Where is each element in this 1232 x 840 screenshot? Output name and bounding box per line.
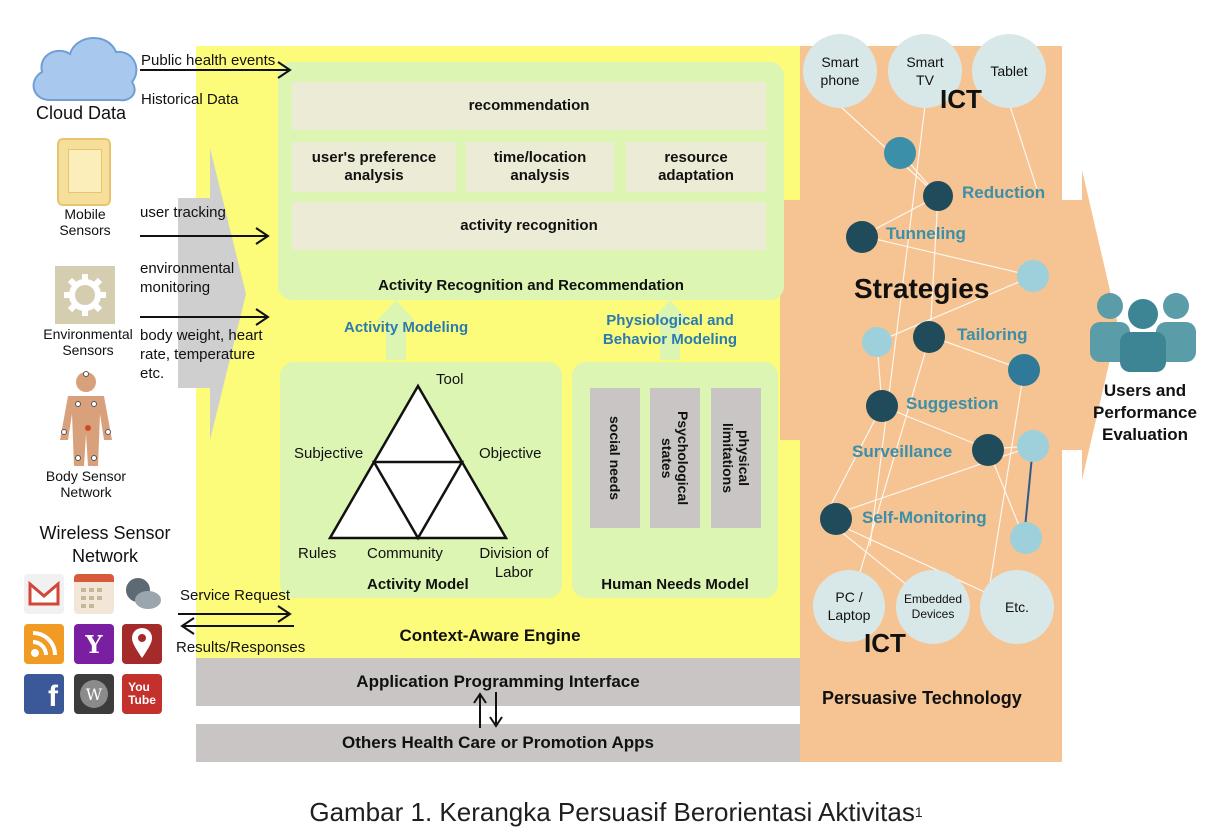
users-evaluation-label: Users and Performance Evaluation bbox=[1093, 381, 1197, 444]
calendar-icon bbox=[74, 574, 114, 614]
engine-to-strategies-arrow bbox=[780, 180, 850, 460]
triangle-division-label: Division of Labor bbox=[479, 545, 549, 581]
strategies-to-users-arrow bbox=[1060, 170, 1118, 480]
time-location-box: time/location analysis bbox=[466, 142, 614, 192]
persuasive-technology-title: Persuasive Technology bbox=[822, 688, 1022, 708]
cloud-data-label: Cloud Data bbox=[36, 103, 127, 123]
activity-triangle bbox=[327, 383, 509, 541]
psychological-states-bar: Psychological states bbox=[650, 388, 700, 528]
triangle-community-label: Community bbox=[367, 545, 443, 562]
weather-icon bbox=[122, 574, 162, 614]
strategy-node bbox=[1008, 354, 1040, 386]
strategy-node bbox=[862, 327, 892, 357]
physiological-modeling-arrow bbox=[650, 300, 690, 360]
strategy-node bbox=[923, 181, 953, 211]
rss-icon bbox=[24, 624, 64, 664]
users-icon bbox=[1090, 293, 1196, 372]
smart-tv-node: Smart TV bbox=[888, 34, 962, 108]
body-sensor-label: Body Sensor Network bbox=[45, 468, 127, 500]
activity-modeling-arrow bbox=[376, 300, 416, 360]
physiological-modeling-label: Physiological and Behavior Modeling bbox=[602, 312, 738, 348]
tablet-node: Tablet bbox=[972, 34, 1046, 108]
wsn-label: Wireless Sensor Network bbox=[39, 523, 171, 566]
gear-icon bbox=[64, 274, 106, 316]
physical-limitations-text: physical limitations bbox=[720, 422, 752, 493]
reduction-label: Reduction bbox=[962, 183, 1046, 202]
user-tracking-label: user tracking bbox=[140, 204, 226, 221]
mobile-sensors-label: Mobile Sensors bbox=[59, 206, 111, 238]
yahoo-icon: Y bbox=[74, 624, 114, 664]
triangle-rules-label: Rules bbox=[298, 545, 337, 562]
psychological-states-text: Psychological states bbox=[659, 410, 691, 506]
figure-caption: Gambar 1. Kerangka Persuasif Berorientas… bbox=[0, 792, 1232, 832]
env-monitoring-label: environmental monitoring bbox=[140, 260, 235, 296]
service-request-label: Service Request bbox=[180, 587, 291, 604]
cloud-icon bbox=[32, 37, 138, 102]
other-apps-bar: Others Health Care or Promotion Apps bbox=[196, 724, 800, 762]
suggestion-label: Suggestion bbox=[906, 394, 999, 413]
body-sensor-icon bbox=[60, 371, 112, 466]
caption-text: Gambar 1. Kerangka Persuasif Berorientas… bbox=[309, 796, 915, 827]
strategies-label: Strategies bbox=[854, 273, 990, 304]
strategy-node bbox=[820, 503, 852, 535]
historical-data-label: Historical Data bbox=[141, 91, 239, 108]
gmail-icon bbox=[24, 574, 64, 614]
self-monitoring-label: Self-Monitoring bbox=[862, 508, 987, 527]
strategy-node bbox=[1017, 430, 1049, 462]
triangle-objective-label: Objective bbox=[479, 445, 542, 462]
strategy-node bbox=[972, 434, 1004, 466]
environmental-sensor-icon bbox=[55, 266, 115, 324]
tailoring-label: Tailoring bbox=[957, 325, 1028, 344]
environmental-sensors-label: Environmental Sensors bbox=[43, 326, 133, 358]
etc-node: Etc. bbox=[980, 570, 1054, 644]
api-bar: Application Programming Interface bbox=[196, 658, 800, 706]
maps-pin-icon bbox=[122, 624, 162, 664]
wikipedia-icon: W bbox=[74, 674, 114, 714]
triangle-subjective-label: Subjective bbox=[294, 445, 364, 462]
embedded-devices-node: Embedded Devices bbox=[896, 570, 970, 644]
body-vitals-label: body weight, heart rate, temperature etc… bbox=[140, 327, 263, 382]
strategy-node bbox=[1017, 260, 1049, 292]
facebook-icon: f bbox=[24, 674, 64, 714]
tunneling-label: Tunneling bbox=[886, 224, 966, 243]
surveillance-label: Surveillance bbox=[852, 442, 953, 461]
ict-bottom-label: ICT bbox=[864, 628, 906, 658]
strategy-node bbox=[884, 137, 916, 169]
strategy-node bbox=[846, 221, 878, 253]
results-label: Results/Responses bbox=[176, 639, 306, 656]
resource-adaptation-box: resource adaptation bbox=[626, 142, 766, 192]
service-request-arrow bbox=[178, 605, 292, 623]
recommendation-box: recommendation bbox=[292, 82, 766, 130]
triangle-tool-label: Tool bbox=[436, 371, 464, 388]
ict-top-label: ICT bbox=[940, 84, 982, 114]
mobile-sensor-icon bbox=[57, 138, 111, 206]
context-engine-title: Context-Aware Engine bbox=[399, 626, 581, 645]
strategy-node bbox=[1010, 522, 1042, 554]
smartphone-node: Smart phone bbox=[803, 34, 877, 108]
svg-text:W: W bbox=[86, 685, 103, 704]
results-arrow bbox=[180, 617, 294, 635]
physical-limitations-bar: physical limitations bbox=[711, 388, 761, 528]
public-health-label: Public health events bbox=[141, 52, 276, 69]
activity-modeling-label: Activity Modeling bbox=[344, 319, 469, 336]
env-monitoring-arrow bbox=[140, 308, 270, 326]
api-updown-arrows bbox=[473, 692, 503, 728]
activity-recognition-box: activity recognition bbox=[292, 202, 766, 250]
social-needs-bar: social needs bbox=[590, 388, 640, 528]
user-tracking-arrow bbox=[140, 227, 270, 245]
preference-analysis-box: user's preference analysis bbox=[292, 142, 456, 192]
social-needs-text: social needs bbox=[607, 415, 623, 501]
cloud-arrow bbox=[140, 61, 292, 79]
sensor-input-arrow bbox=[178, 148, 246, 440]
strategy-node bbox=[913, 321, 945, 353]
arr-title: Activity Recognition and Recommendation bbox=[378, 276, 684, 294]
human-needs-title: Human Needs Model bbox=[601, 576, 749, 593]
activity-model-title: Activity Model bbox=[367, 576, 469, 593]
pc-laptop-node: PC / Laptop bbox=[813, 570, 885, 642]
caption-footnote: 1 bbox=[914, 804, 923, 820]
strategy-node bbox=[866, 390, 898, 422]
